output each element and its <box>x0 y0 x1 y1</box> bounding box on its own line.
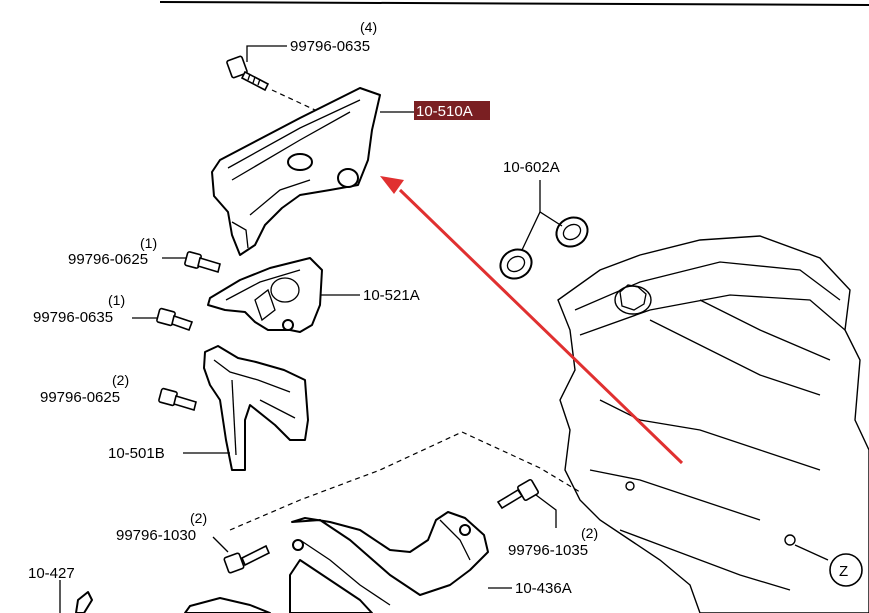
upper-timing-cover <box>211 87 381 256</box>
engine-block <box>557 235 869 613</box>
bolt-99796-0625-b <box>158 387 197 412</box>
label-99796-0635-top: 99796-0635 <box>290 38 370 55</box>
bolt-99796-1035 <box>496 479 539 510</box>
bolt-99796-0635-mid <box>156 307 194 332</box>
label-10-436A: 10-436A <box>515 580 572 597</box>
label-10-427: 10-427 <box>28 565 75 582</box>
label-view-z: Z <box>839 563 848 580</box>
middle-timing-cover <box>207 257 323 333</box>
qty-99796-1035: (2) <box>581 525 598 541</box>
label-99796-0635-mid: 99796-0635 <box>33 309 113 326</box>
label-99796-1030: 99796-1030 <box>116 527 196 544</box>
bolt-99796-0625-a <box>184 251 221 274</box>
label-99796-0625-b: 99796-0625 <box>40 389 120 406</box>
bolt-99796-1030 <box>223 544 271 574</box>
qty-99796-0625-b: (2) <box>112 372 129 388</box>
bolt-99796-0635-top <box>226 55 270 92</box>
label-99796-0625-a: 99796-0625 <box>68 251 148 268</box>
label-99796-1035: 99796-1035 <box>508 542 588 559</box>
label-10-602A: 10-602A <box>503 159 560 176</box>
qty-99796-1030: (2) <box>190 510 207 526</box>
oil-pan-gasket-area <box>229 431 581 613</box>
red-pointer-arrow <box>380 176 684 465</box>
oil-seals <box>499 216 589 280</box>
part-10-427-fragment <box>59 580 271 613</box>
label-10-521A: 10-521A <box>363 287 420 304</box>
label-10-501B: 10-501B <box>108 445 165 462</box>
qty-99796-0625-a: (1) <box>140 235 157 251</box>
top-border <box>159 1 869 6</box>
label-10-510A[interactable]: 10-510A <box>416 103 473 120</box>
qty-99796-0635-mid: (1) <box>108 292 125 308</box>
highlight-box-10-510A <box>414 101 490 120</box>
qty-99796-0635-top: (4) <box>360 19 377 35</box>
lower-timing-cover <box>203 345 309 471</box>
view-z-circle <box>829 553 863 587</box>
